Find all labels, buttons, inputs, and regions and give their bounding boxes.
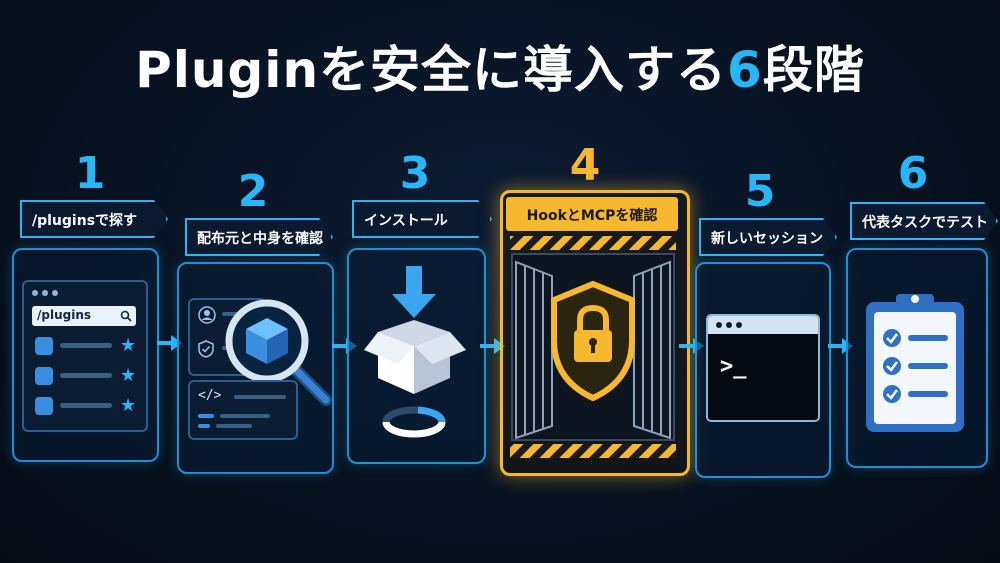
step-4-number: 4 (569, 140, 601, 191)
step-1-number: 1 (74, 148, 106, 199)
search-input[interactable]: /plugins (32, 306, 136, 326)
title-number: 6 (727, 41, 763, 99)
install-illustration (364, 266, 466, 438)
shield-icon (198, 340, 214, 358)
step-2-number: 2 (237, 166, 269, 217)
step-5-number: 5 (744, 166, 776, 217)
check-icon (883, 385, 901, 403)
open-box-icon (364, 320, 466, 394)
plugin-list-item-line (60, 403, 112, 408)
star-icon: ★ (120, 395, 137, 416)
plugin-list-item-line (60, 343, 112, 348)
search-icon[interactable] (120, 310, 132, 322)
step-2-label: 配布元と中身を確認 (185, 218, 333, 256)
star-icon: ★ (120, 365, 137, 386)
gate-icon (510, 236, 676, 458)
lock-shield-icon (551, 280, 635, 402)
terminal-prompt: >_ (720, 354, 747, 379)
step-1-label: /pluginsで探す (20, 200, 168, 238)
search-input-value: /plugins (37, 308, 92, 322)
plugin-list-item-line (60, 373, 112, 378)
progress-ring-icon (382, 406, 446, 438)
plugin-list-item-icon (35, 397, 53, 415)
magnifier-icon (225, 299, 332, 406)
code-tag: </> (198, 388, 222, 403)
arrow-right-icon (480, 338, 505, 354)
download-arrow-icon (392, 266, 436, 318)
user-icon (198, 306, 216, 324)
check-icon (883, 329, 901, 347)
star-icon: ★ (120, 335, 137, 356)
step-6-number: 6 (897, 148, 929, 199)
step-3-label: インストール (352, 200, 492, 238)
terminal-icon: >_ (706, 314, 820, 422)
step-6-label: 代表タスクでテスト (850, 202, 998, 240)
plugin-list-item-icon (35, 367, 53, 385)
step-3-number: 3 (399, 148, 431, 199)
plugin-list-item-icon (35, 337, 53, 355)
title-suffix: 段階 (762, 41, 865, 99)
code-preview-card: </> (188, 380, 298, 440)
check-icon (883, 357, 901, 375)
page-title: Pluginを安全に導入する6段階 (0, 30, 1000, 102)
step-5-label: 新しいセッション (699, 218, 837, 256)
arrow-right-icon (157, 335, 182, 351)
title-main: Pluginを安全に導入する (135, 41, 728, 99)
step-4-label: HookとMCPを確認 (506, 197, 678, 231)
package-icon (246, 318, 288, 364)
clipboard-checklist-icon (866, 294, 964, 432)
